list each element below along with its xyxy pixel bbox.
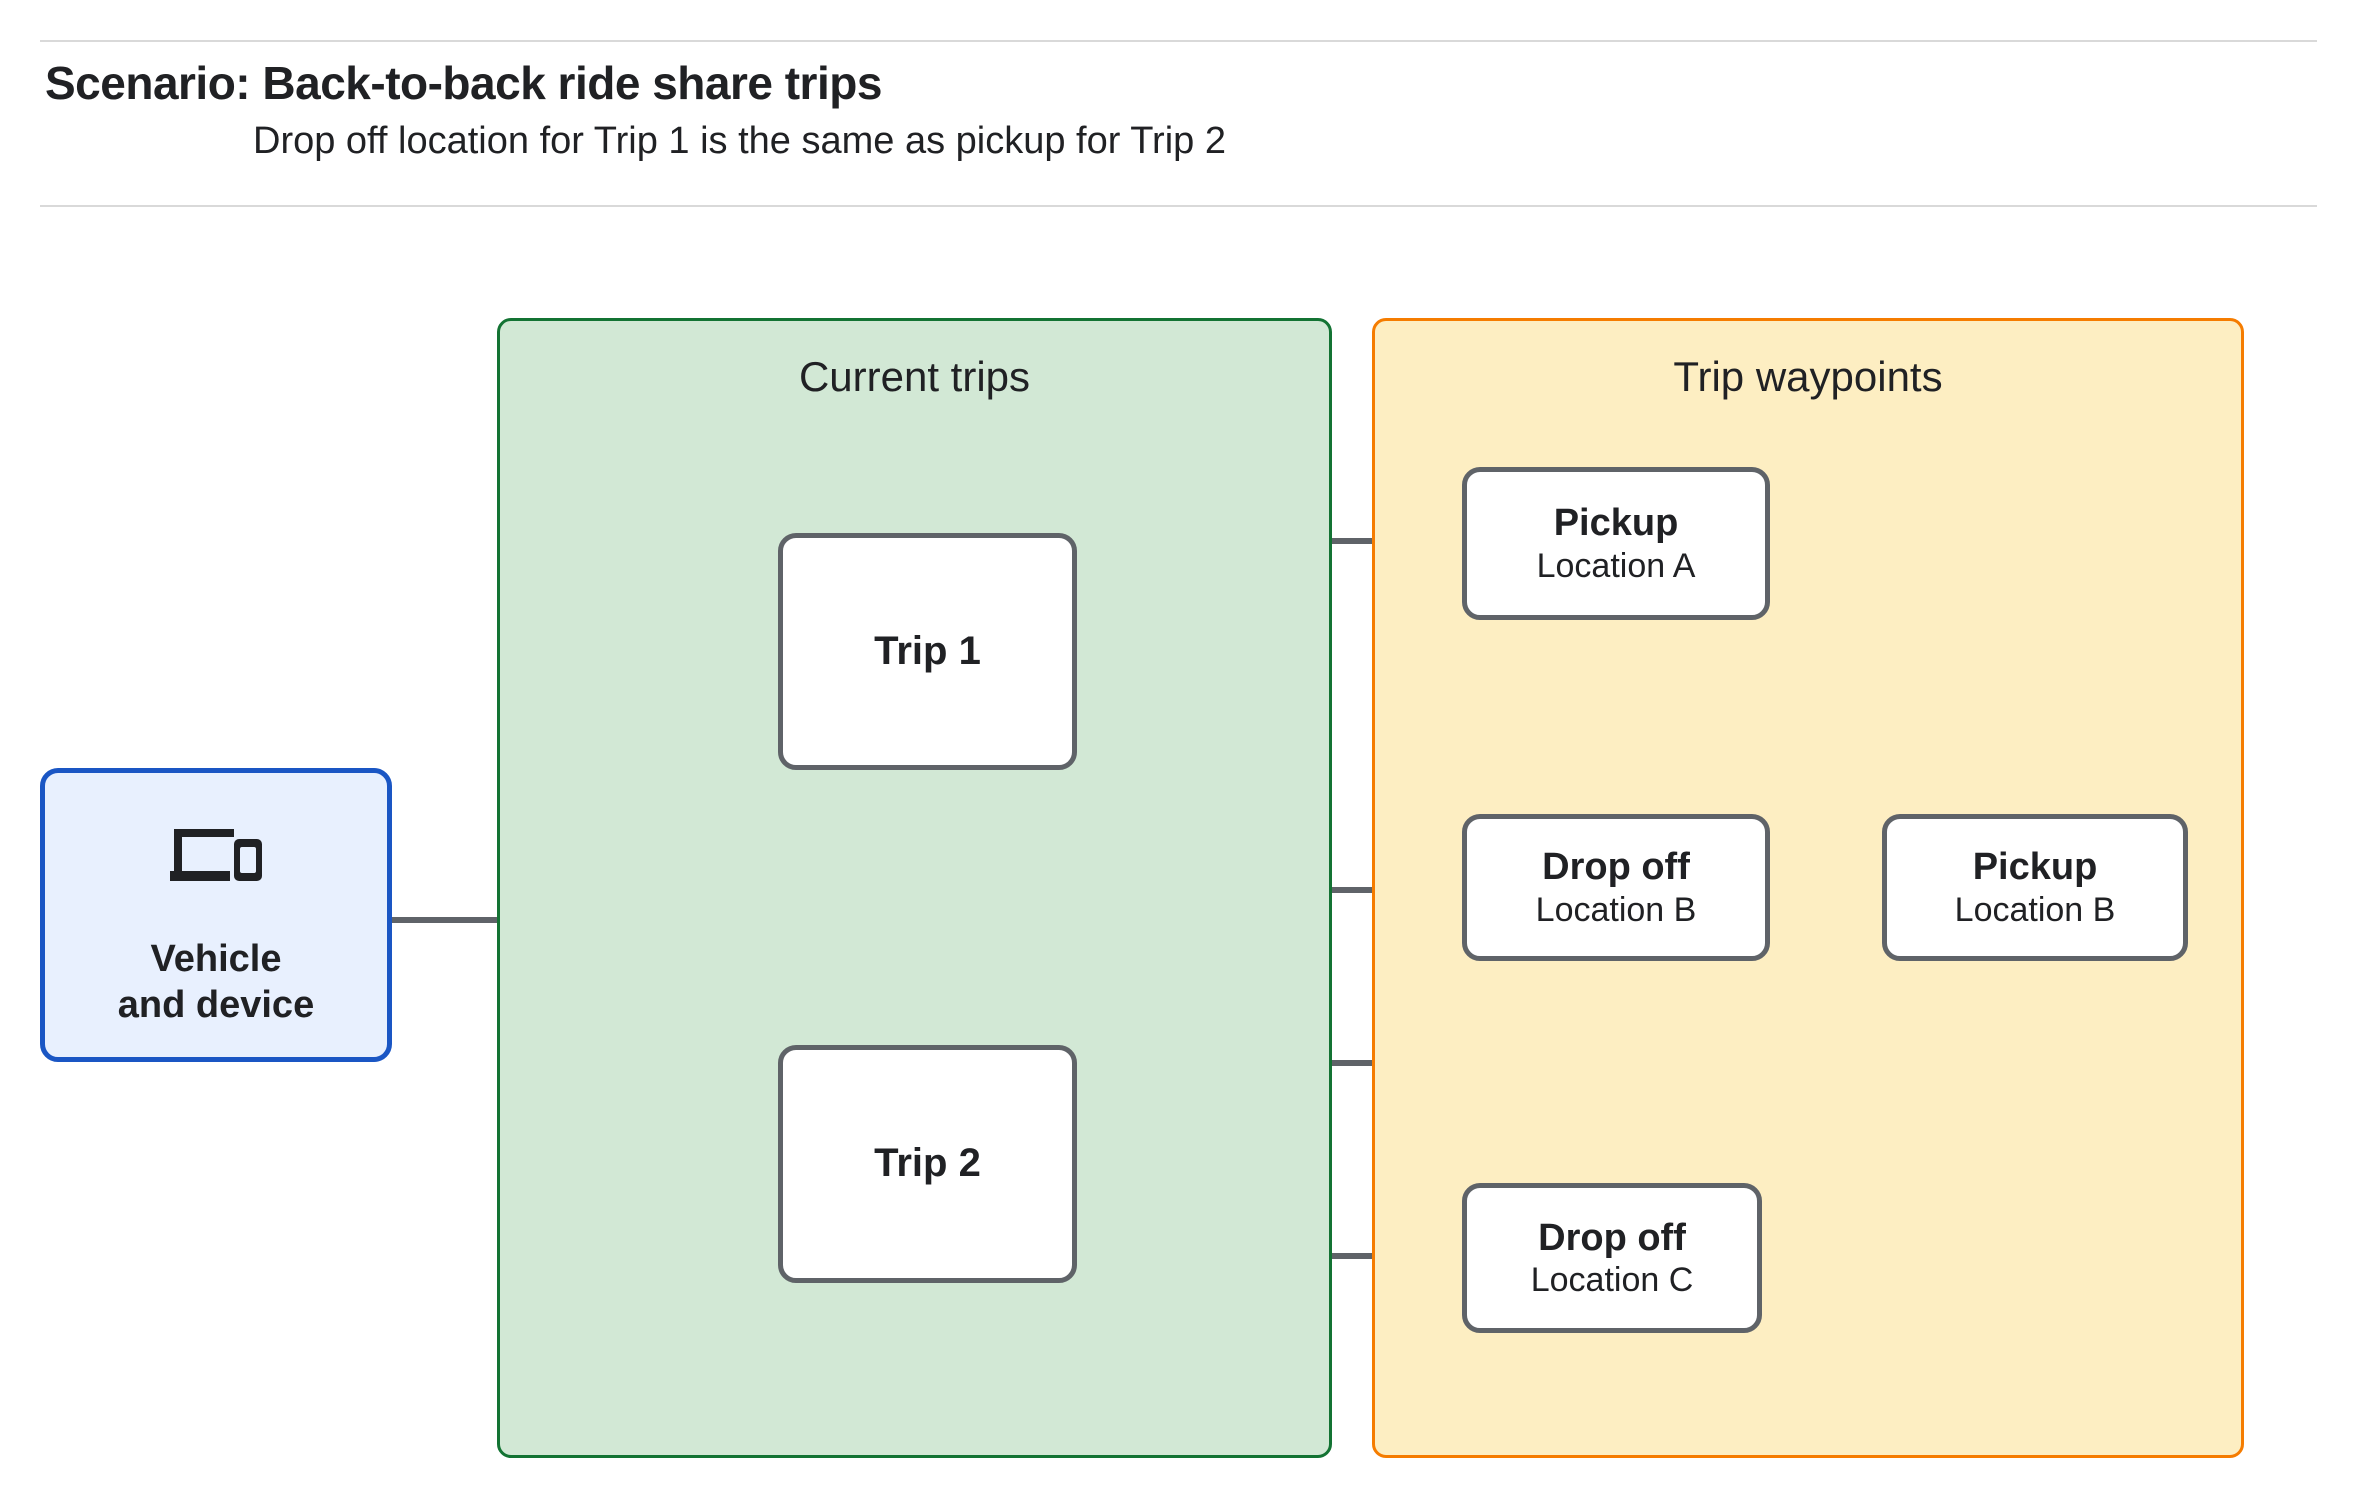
waypoint-location: Location B [1954, 890, 2116, 929]
node-waypoint-dropoff-location-c[interactable]: Drop off Location C [1462, 1183, 1762, 1333]
devices-icon [170, 825, 262, 894]
waypoint-location: Location B [1535, 890, 1697, 929]
node-trip-2[interactable]: Trip 2 [778, 1045, 1077, 1283]
waypoint-location: Location C [1530, 1261, 1694, 1300]
waypoint-type: Pickup [1553, 502, 1679, 545]
page-title: Scenario: Back-to-back ride share trips [45, 57, 882, 109]
node-waypoint-dropoff-location-b[interactable]: Drop off Location B [1462, 814, 1770, 961]
header-divider-bottom [40, 205, 2317, 207]
node-waypoint-pickup-location-a[interactable]: Pickup Location A [1462, 467, 1770, 620]
node-waypoint-pickup-location-b[interactable]: Pickup Location B [1882, 814, 2188, 961]
node-trip-1-label: Trip 1 [874, 628, 981, 673]
waypoint-type: Drop off [1542, 846, 1690, 889]
vehicle-label-line-1: Vehicle [150, 938, 282, 980]
waypoint-type: Pickup [1972, 846, 2098, 889]
node-vehicle-label: Vehicle and device [118, 936, 314, 1029]
group-trip-waypoints-title: Trip waypoints [1673, 353, 1943, 400]
node-trip-2-label: Trip 2 [874, 1141, 981, 1186]
node-vehicle-and-device[interactable]: Vehicle and device [40, 768, 392, 1062]
group-current-trips-title: Current trips [798, 353, 1031, 400]
waypoint-location: Location A [1536, 546, 1696, 585]
group-current-trips: Current trips [497, 318, 1332, 1458]
header-divider-top [40, 40, 2317, 42]
page-subtitle: Drop off location for Trip 1 is the same… [253, 120, 1226, 162]
node-trip-1[interactable]: Trip 1 [778, 533, 1077, 770]
waypoint-type: Drop off [1538, 1216, 1686, 1259]
vehicle-label-line-2: and device [117, 984, 315, 1027]
